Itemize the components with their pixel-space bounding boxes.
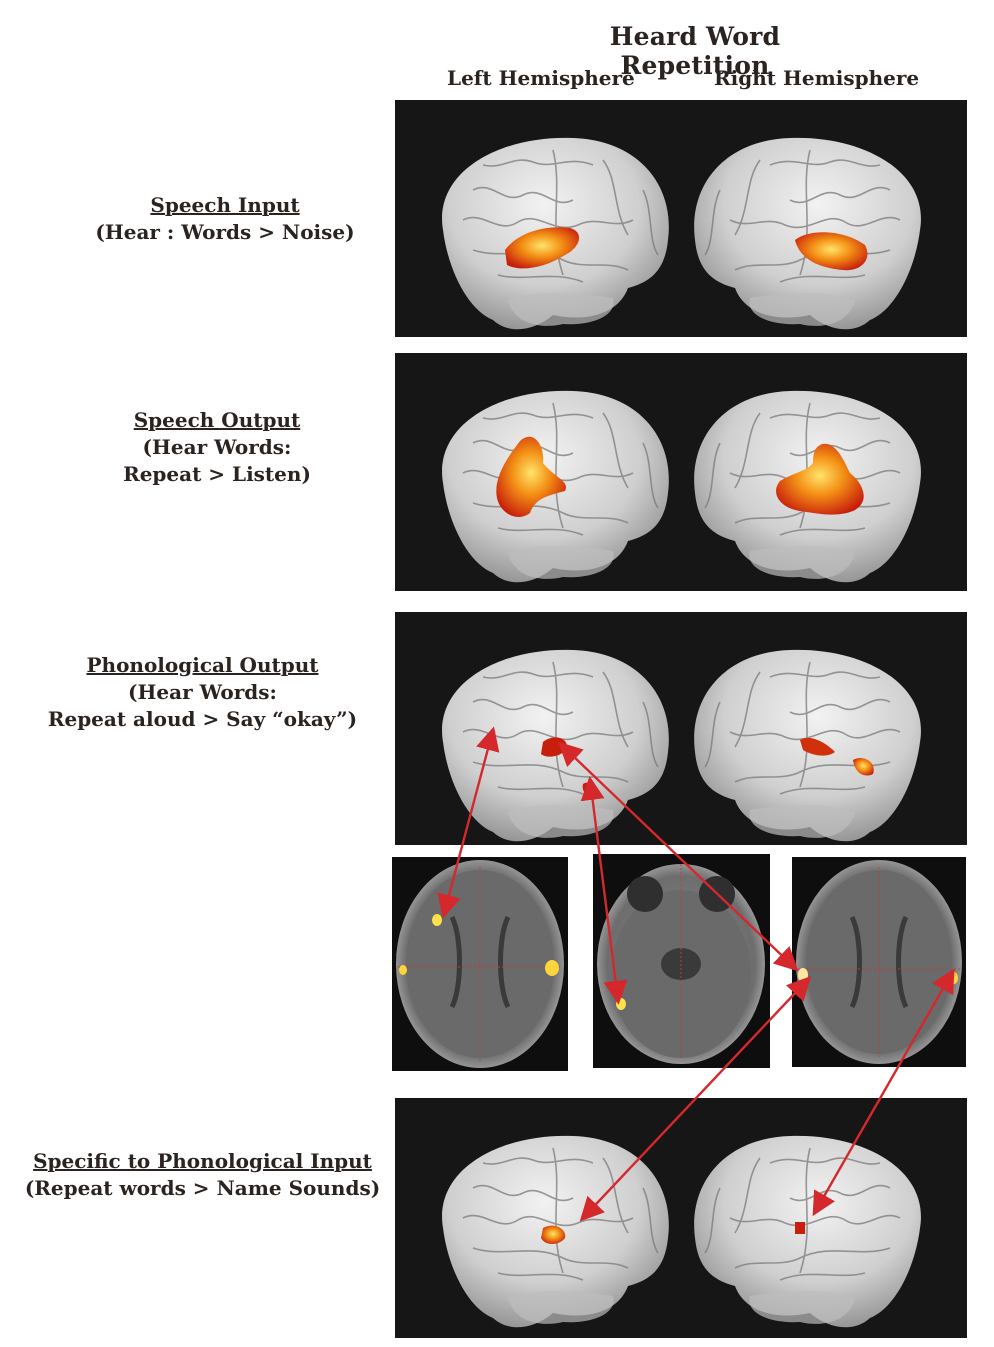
speech-output-panel: [395, 353, 967, 591]
row-contrast: (Hear Words:: [128, 680, 277, 704]
right-hemisphere-header: Right Hemisphere: [714, 66, 920, 90]
phonological-output-panel: [395, 612, 967, 845]
row-contrast: (Hear Words:: [142, 435, 292, 459]
row-contrast: (Hear : Words > Noise): [95, 220, 355, 244]
row-contrast: (Repeat words > Name Sounds): [24, 1176, 381, 1200]
phonological-input-brains: [441, 1135, 922, 1329]
row-label-phonological-output: Phonological Output (Hear Words: Repeat …: [30, 652, 375, 733]
axial-slice-left-image: [396, 860, 564, 1068]
row-heading: Phonological Output: [86, 653, 319, 677]
axial-slice-right: [792, 857, 966, 1067]
row-contrast: Repeat aloud > Say “okay”): [47, 707, 358, 731]
figure-title: Heard Word Repetition: [609, 22, 781, 80]
axial-slice-middle-image: [597, 864, 765, 1064]
row-label-speech-input: Speech Input (Hear : Words > Noise): [70, 192, 380, 246]
axial-slice-left: [392, 857, 568, 1071]
row-heading: Speech Output: [133, 408, 301, 432]
left-hemisphere-header: Left Hemisphere: [447, 66, 635, 90]
speech-input-brains: [441, 137, 922, 331]
phonological-input-panel: [395, 1098, 967, 1338]
phonological-output-brains: [441, 649, 922, 843]
row-contrast: Repeat > Listen): [123, 462, 311, 486]
row-label-phonological-input: Specific to Phonological Input (Repeat w…: [20, 1148, 385, 1202]
speech-output-brains: [441, 390, 922, 584]
axial-slice-middle: [593, 854, 770, 1068]
row-label-speech-output: Speech Output (Hear Words: Repeat > List…: [62, 407, 372, 488]
speech-input-panel: [395, 100, 967, 337]
axial-slice-right-image: [796, 860, 962, 1064]
row-heading: Speech Input: [150, 193, 300, 217]
row-heading: Specific to Phonological Input: [33, 1149, 372, 1173]
